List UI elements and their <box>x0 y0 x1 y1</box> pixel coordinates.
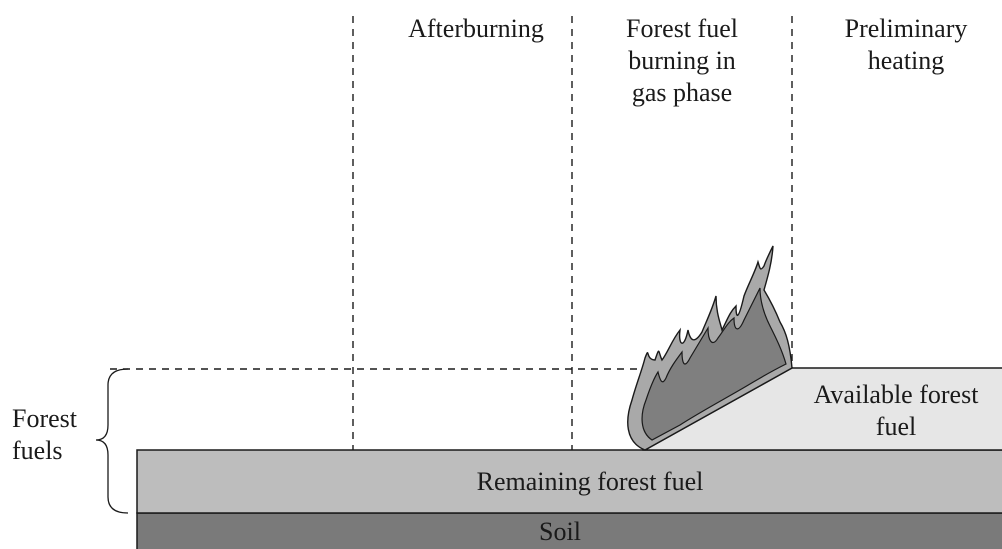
forest-fuels-brace <box>95 368 129 514</box>
soil-label: Soil <box>539 517 581 546</box>
flame-icon <box>627 245 793 451</box>
forest-fuels-label-2: fuels <box>12 436 63 465</box>
zone-label-gas-phase-1: Forest fuel <box>626 14 738 43</box>
zone-label-gas-phase-2: burning in <box>628 46 736 75</box>
forest-fuels-label-1: Forest <box>12 404 78 433</box>
available-fuel-label-1: Available forest <box>814 380 980 409</box>
flame-inner <box>641 287 787 441</box>
zone-label-preheating-1: Preliminary <box>845 14 968 43</box>
remaining-fuel-label: Remaining forest fuel <box>477 467 704 496</box>
zone-label-afterburning: Afterburning <box>408 14 544 43</box>
zone-label-gas-phase-3: gas phase <box>632 78 732 107</box>
zone-label-preheating-2: heating <box>868 46 945 75</box>
available-fuel-label-2: fuel <box>876 412 916 441</box>
remaining-fuel-layer <box>136 449 1002 514</box>
